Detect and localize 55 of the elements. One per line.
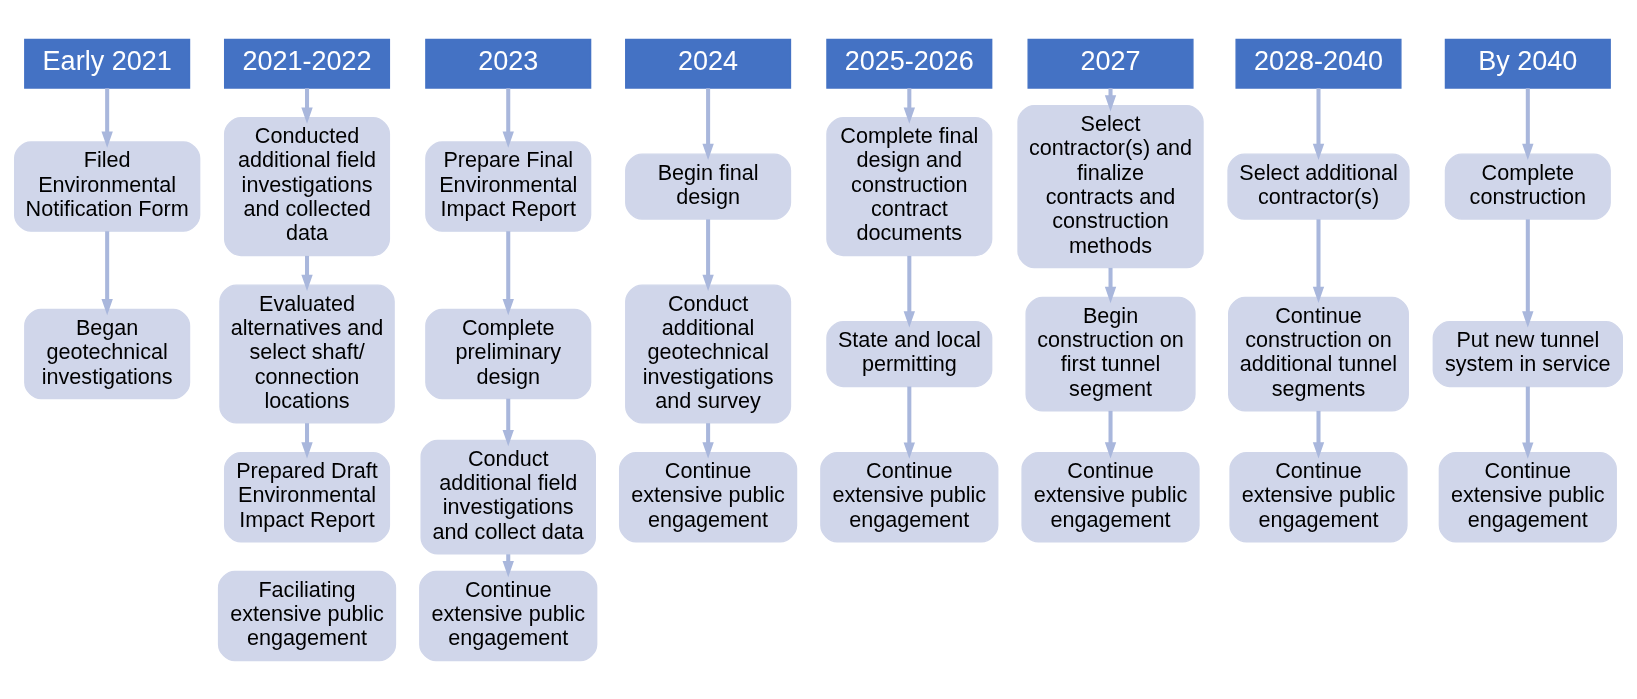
arrow (301, 87, 313, 124)
arrow (702, 422, 714, 459)
node-box: 2025-2026 (826, 38, 993, 89)
node-box: Put new tunnel system in service (1432, 320, 1623, 387)
node-box: Prepare Final Environmental Impact Report (425, 140, 592, 232)
node-box: Continue extensive public engagement (1021, 451, 1200, 542)
node-box: Complete construction (1444, 153, 1611, 220)
node-box: Continue construction on additional tunnel segments (1228, 296, 1409, 411)
arrow (1522, 87, 1534, 160)
arrow (301, 255, 313, 291)
arrow (502, 398, 514, 446)
arrow (702, 218, 714, 291)
arrow (702, 87, 714, 160)
node-box: Conducted additional field investigations and collected data (223, 116, 391, 256)
node-box: Began geotechnical investigations (24, 308, 191, 399)
node-box: 2027 (1027, 38, 1194, 89)
node-box: Faciliating extensive public engagement (217, 570, 397, 661)
node-box: Prepared Draft Environmental Impact Report (223, 451, 391, 542)
node-box: Select additional contractor(s) (1227, 153, 1410, 220)
arrow (1312, 410, 1325, 459)
arrow (1104, 267, 1117, 303)
arrow (903, 87, 915, 124)
arrow (1312, 87, 1325, 160)
arrow (502, 87, 514, 148)
node-box: Begin final design (625, 153, 792, 220)
node-box: Complete preliminary design (425, 308, 592, 399)
arrow (903, 386, 915, 459)
node-box: Conduct additional field investigations and collect data (420, 439, 596, 555)
node-box: State and local permitting (826, 320, 993, 387)
node-box: 2024 (625, 38, 792, 89)
node-box: Conduct additional geotechnical investigations and survey (625, 284, 792, 424)
arrow (101, 87, 113, 148)
node-box: Continue extensive public engagement (820, 451, 999, 542)
node-box: Filed Environmental Notification Form (14, 140, 201, 232)
arrow (903, 255, 915, 327)
node-box: Begin construction on first tunnel segment (1025, 296, 1196, 411)
node-box: Evaluated alternatives and select shaft/ connection locations (219, 284, 395, 424)
arrow (1522, 386, 1534, 459)
arrow (1312, 218, 1325, 303)
node-box: Complete final design and construction contract documents (826, 116, 993, 256)
node-box: Select contractor(s) and finalize contracts and construction methods (1017, 104, 1204, 268)
arrow (1104, 410, 1117, 459)
arrow (301, 422, 313, 459)
node-box: By 2040 (1444, 38, 1611, 89)
node-box: 2021-2022 (223, 38, 391, 89)
node-box: Continue extensive public engagement (419, 570, 598, 661)
arrow (502, 230, 514, 315)
arrow (1522, 218, 1534, 328)
arrow (101, 230, 113, 315)
node-box: Continue extensive public engagement (618, 451, 798, 542)
node-box: 2023 (425, 38, 592, 89)
node-box: Continue extensive public engagement (1229, 451, 1408, 542)
node-box: Continue extensive public engagement (1438, 451, 1617, 542)
node-box: 2028-2040 (1235, 38, 1402, 89)
node-box: Early 2021 (24, 38, 191, 89)
